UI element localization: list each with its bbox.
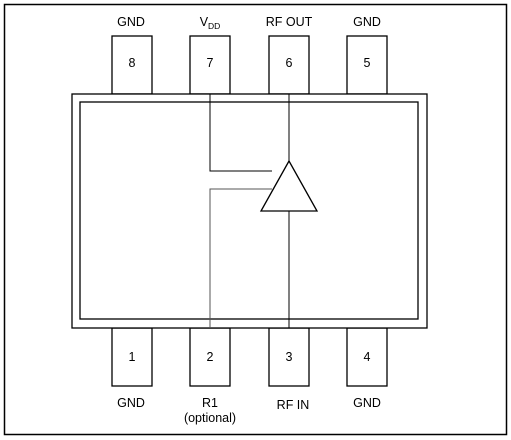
pin-6-body [268,35,310,95]
pin-2-label-note: (optional) [184,411,236,425]
pin-1: 1 GND [111,327,153,410]
pin-5-body [346,35,388,95]
pin-2: 2 R1 (optional) [184,327,236,425]
pin-7-label: VDD [200,15,221,31]
pin-6-number: 6 [286,56,293,70]
pin-1-label: GND [117,396,145,410]
pin-7: 7 VDD [189,15,231,95]
pin-4-label: GND [353,396,381,410]
pin-8: 8 GND [111,15,153,95]
pin-7-label-main: V [200,15,209,29]
pin-7-label-subscript: DD [208,21,220,31]
pin-2-body [189,327,231,387]
pin-4-number: 4 [364,350,371,364]
pin-8-number: 8 [129,56,136,70]
pin-8-label: GND [117,15,145,29]
pin-3-body [268,327,310,387]
vdd-trace [209,94,272,172]
pin-3-label: RF IN [277,398,310,412]
pin-5-number: 5 [364,56,371,70]
package-outline [71,93,428,329]
pin-3-number: 3 [286,350,293,364]
triangle-amplifier-icon [259,159,319,212]
pin-6: 6 RF OUT [266,15,313,95]
pin-2-number: 2 [207,350,214,364]
pin-7-number: 7 [207,56,214,70]
pin-3: 3 RF IN [268,327,310,412]
r1-trace [209,188,272,328]
pin-5: 5 GND [346,15,388,95]
pin-2-label: R1 [202,396,218,410]
diagram-frame [3,3,508,436]
internal-wiring [209,94,290,328]
pin-1-number: 1 [129,350,136,364]
pin-6-label: RF OUT [266,15,313,29]
pin-5-label: GND [353,15,381,29]
pin-4: 4 GND [346,327,388,410]
pin-4-body [346,327,388,387]
package-die-outline [79,101,419,320]
